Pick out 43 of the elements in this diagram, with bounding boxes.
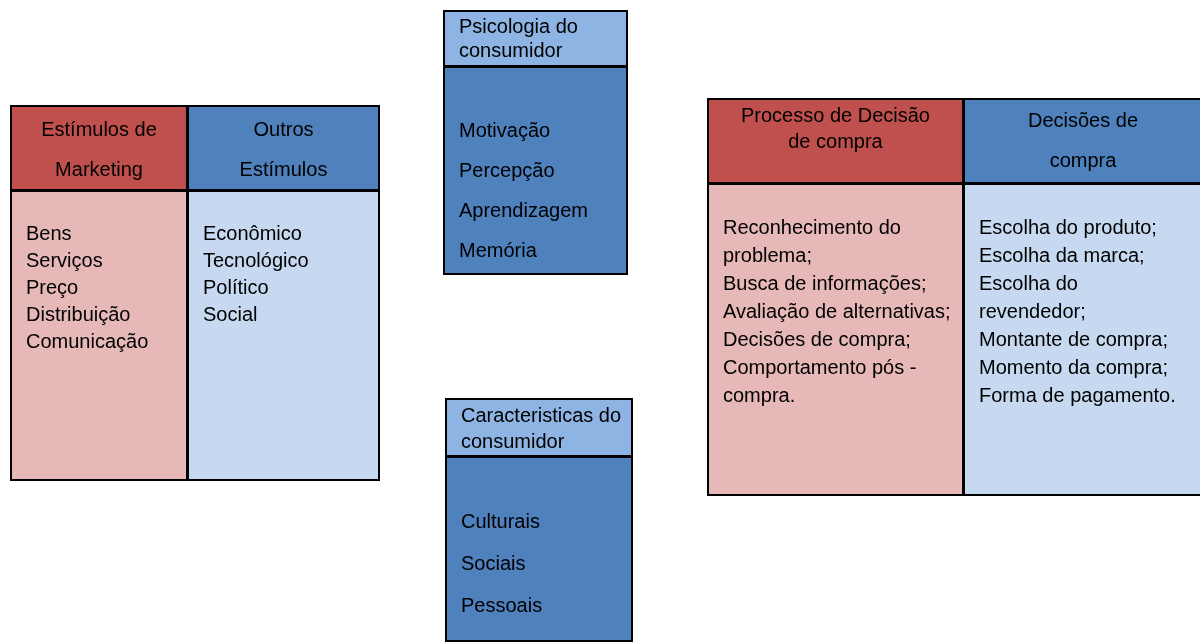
list-item: Bens xyxy=(26,221,73,246)
header-cell xyxy=(707,98,964,184)
list-cell xyxy=(707,183,964,496)
header-text: Decisões de compra xyxy=(1026,108,1140,173)
list-item: Escolha do produto; Escolha da marca; Escolha do revendedor; xyxy=(979,215,1158,324)
list-item: Decisões de compra; xyxy=(723,327,912,352)
list-item: Tecnológico xyxy=(203,248,310,273)
list-item: Comunicação xyxy=(26,329,150,354)
header-cell xyxy=(443,10,628,67)
list-item: Culturais xyxy=(461,509,541,534)
list-cell xyxy=(10,190,188,481)
list-item: Percepção xyxy=(459,158,556,183)
header-cell xyxy=(187,105,380,191)
list-cell xyxy=(187,190,380,481)
list-item: Social xyxy=(203,302,259,327)
list-cell xyxy=(445,456,633,642)
header-text: Caracteristicas do consumidor xyxy=(461,403,623,454)
list-item: Comportamento pós -compra. xyxy=(723,355,918,408)
header-text: Psicologia do consumidor xyxy=(459,14,579,62)
header-cell xyxy=(10,105,188,191)
list-item: Preço xyxy=(26,275,80,300)
list-item: Momento da compra; xyxy=(979,355,1169,380)
list-item: Forma de pagamento. xyxy=(979,383,1177,408)
header-text: Processo de Decisão de compra xyxy=(740,103,931,154)
header-cell xyxy=(963,98,1200,184)
list-item: Reconhecimento do problema; xyxy=(723,215,902,268)
header-cell xyxy=(445,398,633,457)
header-text: Estímulos de Marketing xyxy=(40,117,158,182)
list-item: Memória xyxy=(459,238,538,263)
header-text: Outros Estímulos xyxy=(238,117,329,182)
list-item: Distribuição xyxy=(26,302,132,327)
list-item: Avaliação de alternativas; xyxy=(723,299,952,324)
list-item: Motivação xyxy=(459,118,552,143)
list-item: Pessoais xyxy=(461,593,544,618)
list-cell xyxy=(443,66,628,275)
list-item: Montante de compra; xyxy=(979,327,1169,352)
list-cell xyxy=(963,183,1200,496)
list-item: Serviços xyxy=(26,248,104,273)
list-item: Busca de informações; xyxy=(723,271,928,296)
list-item: Sociais xyxy=(461,551,527,576)
list-item: Aprendizagem xyxy=(459,198,589,223)
list-item: Econômico xyxy=(203,221,303,246)
list-item: Político xyxy=(203,275,270,300)
